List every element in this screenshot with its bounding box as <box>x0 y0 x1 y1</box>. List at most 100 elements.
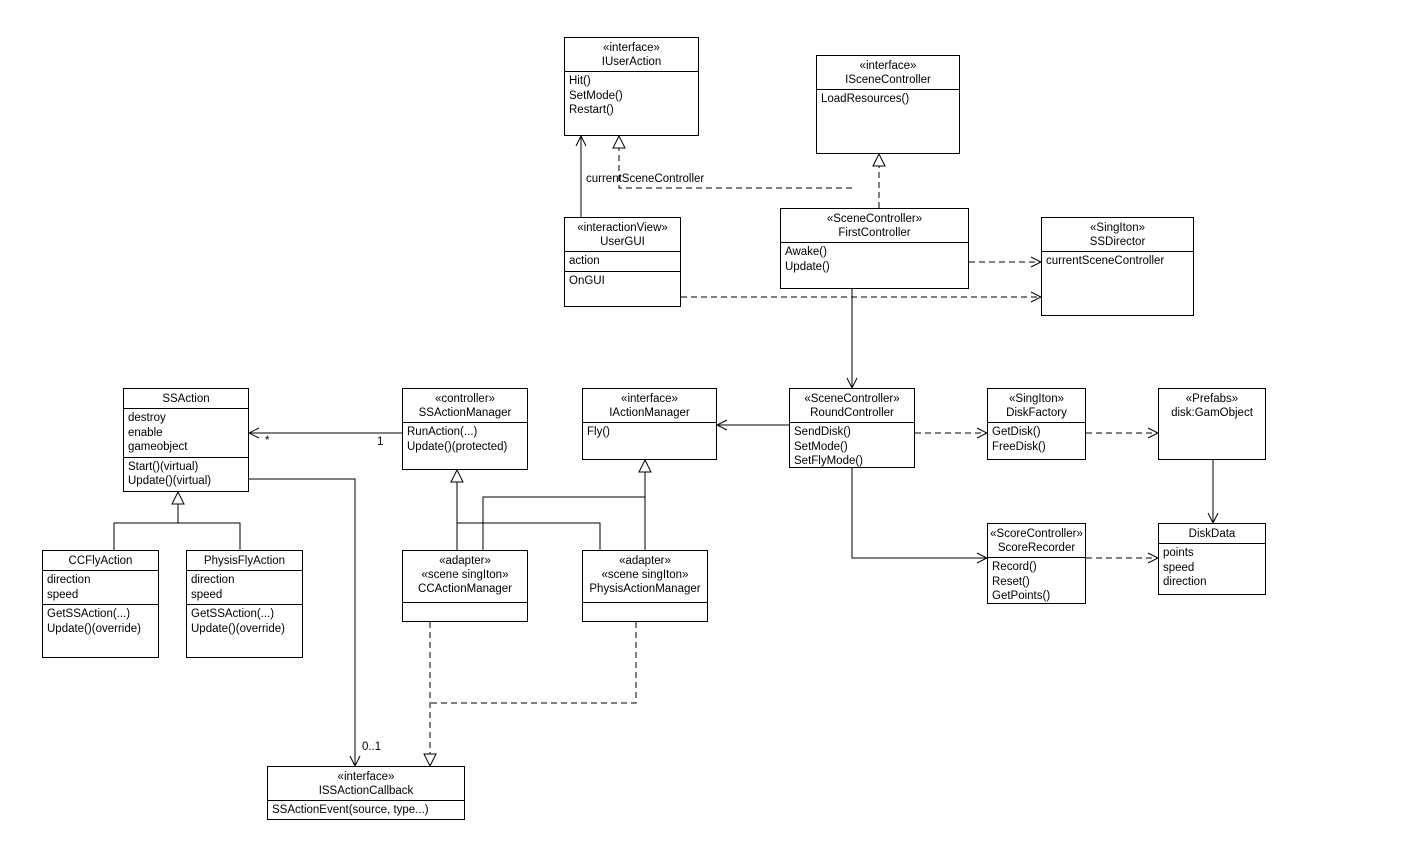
ssaction-op: Update()(virtual) <box>128 475 212 487</box>
ccflyaction-class[interactable]: CCFlyAction direction speed GetSSAction(.… <box>42 550 159 658</box>
diskdata-name: DiskData <box>1188 528 1236 540</box>
iuseraction-name: IUserAction <box>601 56 662 68</box>
diskdata-attr: direction <box>1163 576 1207 588</box>
firstcontroller-class[interactable]: «SceneController» FirstController Awake()… <box>780 208 969 289</box>
disk-gameobject-class[interactable]: «Prefabs» disk:GamObject <box>1158 388 1266 460</box>
firstcontroller-op: Update() <box>785 260 830 273</box>
diskfactory-stereotype: «SingIton» <box>1009 393 1064 405</box>
ccactionmanager-name: CCActionManager <box>418 583 512 595</box>
scorerecorder-op: Record() <box>992 561 1037 573</box>
ccactionmanager-class[interactable]: «adapter» «scene singIton» CCActionManager <box>402 550 528 622</box>
roundcontroller-stereotype: «SceneController» <box>804 393 900 405</box>
physisflyaction-class[interactable]: PhysisFlyAction direction speed GetSSActi… <box>186 550 303 658</box>
ssactionmanager-name: SSActionManager <box>418 407 512 419</box>
iactionmanager-stereotype: «interface» <box>621 393 678 405</box>
ssaction-attr: destroy <box>128 412 166 424</box>
ssdirector-attr: currentSceneController <box>1046 255 1165 267</box>
firstcontroller-name: FirstController <box>838 227 911 239</box>
physisactionmanager-stereotype: «adapter» <box>619 555 671 567</box>
usergui-attr: action <box>569 255 600 267</box>
ssactionmanager-class[interactable]: «controller» SSActionManager RunAction(..… <box>402 388 528 470</box>
roundcontroller-name: RoundController <box>810 407 894 419</box>
diskdata-class[interactable]: DiskData points speed direction <box>1158 523 1266 595</box>
iuseraction-stereotype: «interface» <box>603 42 660 54</box>
physisactionmanager-name: PhysisActionManager <box>589 583 701 595</box>
iactionmanager-op: Fly() <box>587 426 610 438</box>
ccflyaction-name: CCFlyAction <box>68 555 133 567</box>
ssactionmanager-stereotype: «controller» <box>434 393 496 405</box>
physisactionmanager-stereotype-2: «scene singIton» <box>601 569 689 581</box>
ssaction-name: SSAction <box>162 393 210 405</box>
firstcontroller-stereotype: «SceneController» <box>826 213 923 225</box>
issactioncallback-stereotype: «interface» <box>337 771 395 783</box>
scorerecorder-stereotype: «ScoreController» <box>990 528 1083 540</box>
ssactionmanager-op: RunAction(...) <box>407 426 478 438</box>
ssaction-attr: enable <box>128 426 163 439</box>
firstcontroller-realizes-iuseraction <box>619 136 852 189</box>
scorerecorder-class[interactable]: «ScoreController» ScoreRecorder Record() R… <box>987 523 1086 604</box>
current-scene-controller-label: currentSceneController <box>586 173 705 185</box>
physisactionmanager-class[interactable]: «adapter» «scene singIton» PhysisActionMan… <box>582 550 708 622</box>
ssaction-attr: gameobject <box>128 441 188 453</box>
usergui-op: OnGUI <box>569 274 605 287</box>
firstcontroller-op: Awake() <box>785 246 827 258</box>
ccflyaction-attr: direction <box>47 574 91 586</box>
ccactionmanager-stereotype-2: «scene singIton» <box>421 569 509 581</box>
gameobject-name: disk:GamObject <box>1171 407 1253 419</box>
diskfactory-op: GetDisk() <box>992 426 1041 438</box>
multiplicity-many-label: * <box>265 435 270 447</box>
ccflyaction-attr: speed <box>47 588 79 601</box>
diskdata-attr: speed <box>1163 561 1195 574</box>
iscenecontroller-class[interactable]: «interface» ISceneController LoadResource… <box>816 55 960 154</box>
issactioncallback-op: SSActionEvent(source, type...) <box>272 804 429 816</box>
roundcontroller-op: SendDisk() <box>794 426 851 438</box>
diskfactory-op: FreeDisk() <box>992 440 1046 453</box>
physisactionmanager-realizes-callback <box>430 622 637 704</box>
iuseraction-op: Restart() <box>569 104 614 116</box>
scorerecorder-op: GetPoints() <box>992 590 1051 602</box>
issactioncallback-class[interactable]: «interface» ISSActionCallback SSActionEve… <box>267 766 465 820</box>
diskdata-attr: points <box>1163 547 1194 559</box>
issactioncallback-name: ISSActionCallback <box>318 785 414 797</box>
physisflyaction-attr: speed <box>191 588 223 601</box>
iscenecontroller-op: LoadResources() <box>821 93 910 105</box>
iactionmanager-name: IActionManager <box>609 407 690 419</box>
ccflyaction-generalization <box>113 522 241 550</box>
roundcontroller-class[interactable]: «SceneController» RoundController SendDis… <box>789 388 915 468</box>
scorerecorder-name: ScoreRecorder <box>997 542 1076 554</box>
iuseraction-class[interactable]: «interface» IUserAction Hit() SetMode() Res… <box>564 37 699 136</box>
ccflyaction-op: GetSSAction(...) <box>47 608 131 620</box>
physisflyaction-op: Update()(override) <box>191 622 285 635</box>
iscenecontroller-stereotype: «interface» <box>859 60 917 72</box>
ssactionmanager-op: Update()(protected) <box>407 440 508 453</box>
iactionmanager-class[interactable]: «interface» IActionManager Fly() <box>582 388 717 460</box>
physisflyaction-op: GetSSAction(...) <box>191 608 275 620</box>
multiplicity-zero-one-label: 0..1 <box>362 741 382 753</box>
ssaction-to-callback-association <box>249 478 355 766</box>
ssdirector-stereotype: «SingIton» <box>1090 222 1145 234</box>
multiplicity-one-label: 1 <box>377 436 384 448</box>
physisflyaction-attr: direction <box>191 574 235 586</box>
usergui-name: UserGUI <box>600 236 645 248</box>
roundcontroller-op: SetMode() <box>794 440 848 453</box>
roundcontroller-to-scorerecorder-association <box>851 468 987 558</box>
ccactionmanager-realizes-iactionmanager <box>482 496 645 550</box>
diskfactory-class[interactable]: «SingIton» DiskFactory GetDisk() FreeDisk(… <box>987 388 1086 460</box>
roundcontroller-op: SetFlyMode() <box>794 455 864 467</box>
physisactionmanager-generalization <box>457 522 601 550</box>
usergui-class[interactable]: «interactionView» UserGUI action OnGUI <box>564 217 681 307</box>
ssdirector-class[interactable]: «SingIton» SSDirector currentSceneControl… <box>1041 217 1194 316</box>
usergui-stereotype: «interactionView» <box>577 222 668 234</box>
ssdirector-name: SSDirector <box>1089 236 1146 248</box>
scorerecorder-op: Reset() <box>992 575 1030 588</box>
iscenecontroller-name: ISceneController <box>845 74 931 86</box>
iuseraction-op: Hit() <box>569 75 591 87</box>
physisflyaction-name: PhysisFlyAction <box>203 555 286 567</box>
iuseraction-op: SetMode() <box>569 89 623 102</box>
ccflyaction-op: Update()(override) <box>47 622 141 635</box>
gameobject-stereotype: «Prefabs» <box>1185 393 1239 405</box>
diskfactory-name: DiskFactory <box>1006 407 1067 419</box>
ccactionmanager-stereotype: «adapter» <box>439 555 491 567</box>
